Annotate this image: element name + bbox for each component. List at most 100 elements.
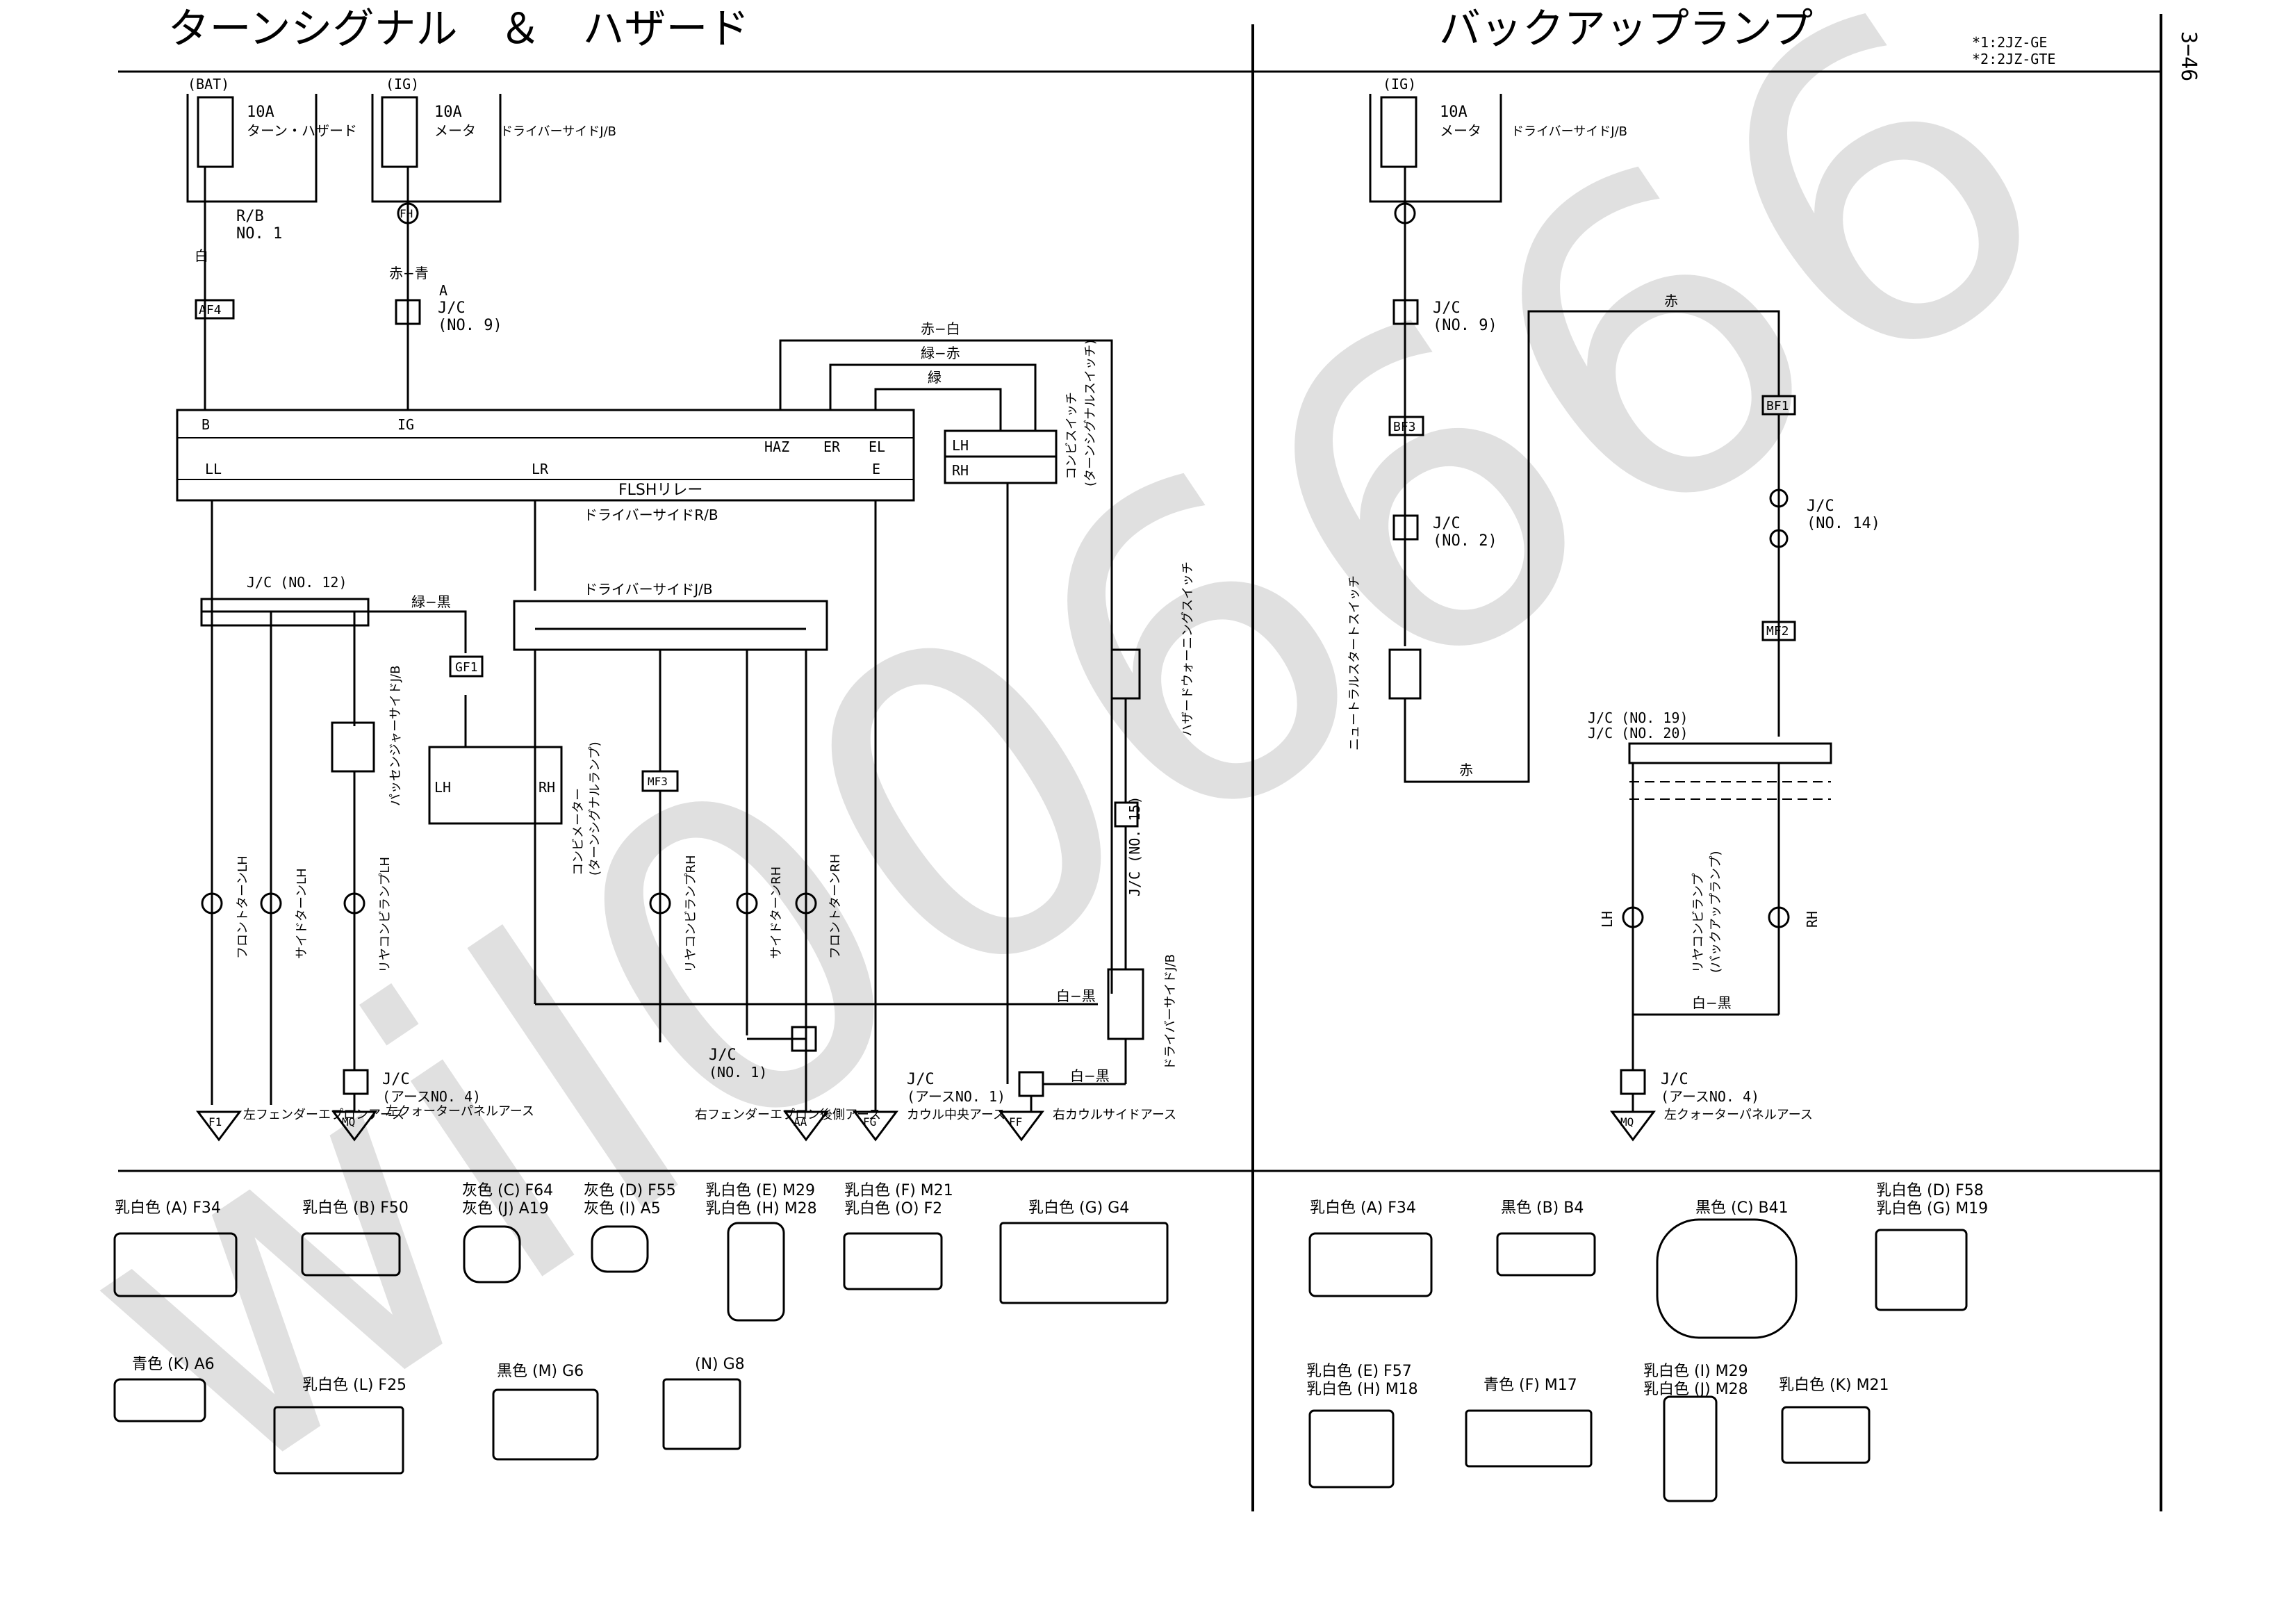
flasher-relay xyxy=(176,409,915,502)
connector-legend-label: (N) G8 xyxy=(695,1356,745,1373)
connector-shape xyxy=(492,1388,599,1461)
label: GF1 xyxy=(455,660,478,675)
connector-shape xyxy=(1663,1395,1718,1502)
connector-shape xyxy=(1308,1409,1395,1488)
label: ドライバーサイドJ/B xyxy=(1511,124,1627,139)
label: J/C xyxy=(382,1071,410,1088)
backup-lamp-rh xyxy=(1768,906,1790,928)
jc-f-box xyxy=(343,1069,369,1095)
fuse-box-bat xyxy=(186,94,318,203)
connector-legend-label: 乳白色 (A) F34 xyxy=(1310,1199,1416,1217)
connector-shape xyxy=(463,1225,521,1283)
label: J/C xyxy=(1433,300,1461,317)
gf1-connector xyxy=(449,655,484,678)
passenger-jb xyxy=(331,721,375,773)
label: J/C (NO. 20) xyxy=(1588,725,1688,741)
label: リヤコンビランプ xyxy=(1691,873,1706,973)
mf2-connector xyxy=(1761,621,1796,641)
connector-legend-label: 黒色 (C) B41 xyxy=(1695,1199,1789,1217)
ground-fg xyxy=(853,1110,898,1142)
connector-legend-label: 乳白色 (I) M29 xyxy=(1643,1363,1748,1380)
label: メータ xyxy=(434,122,476,139)
label: メータ xyxy=(1440,122,1481,139)
connector-legend-label: 乳白色 (L) F25 xyxy=(302,1377,406,1394)
connector-shape xyxy=(591,1225,649,1273)
label: ドライバーサイドJ/B xyxy=(500,124,616,139)
fuse-box-ig-right xyxy=(1369,94,1502,203)
connector-shape xyxy=(113,1232,238,1297)
connector-shape xyxy=(727,1222,785,1322)
lamp-label: フロントターンRH xyxy=(828,854,843,959)
wire-label: 赤−青 xyxy=(389,265,429,281)
connector-legend-label: 乳白色 (H) M18 xyxy=(1306,1381,1418,1398)
lamp-side-rh xyxy=(736,892,758,914)
label: 10A xyxy=(434,104,462,121)
label: (バックアップランプ) xyxy=(1709,851,1723,973)
ground-label: 右カウルサイドアース xyxy=(1053,1108,1176,1122)
label: 10A xyxy=(247,104,274,121)
page-number: 3−46 xyxy=(2176,31,2201,81)
label: B xyxy=(202,416,210,433)
label: J/C xyxy=(907,1071,935,1088)
label: AF4 xyxy=(199,303,222,318)
lamp-side-lh xyxy=(260,892,282,914)
label: コンビメーター xyxy=(571,788,586,876)
connector-shape xyxy=(1308,1232,1433,1297)
connector-legend-label: 灰色 (D) F55 xyxy=(584,1182,676,1199)
ground-code: FF xyxy=(1009,1115,1022,1129)
ground-label: 左クォーターパネルアース xyxy=(1664,1108,1813,1122)
connector-legend-label: 乳白色 (O) F2 xyxy=(844,1200,942,1217)
wire-label: 白−黒 xyxy=(1056,987,1096,1004)
ground-code: F1 xyxy=(208,1115,222,1129)
label: J/C xyxy=(438,300,466,317)
connector-legend-label: 黒色 (M) G6 xyxy=(497,1363,584,1380)
label: EL xyxy=(869,438,885,455)
wire-label: 白 xyxy=(195,247,208,264)
connector-legend-label: 灰色 (I) A5 xyxy=(584,1200,661,1217)
connector-legend-label: 青色 (K) A6 xyxy=(132,1356,215,1373)
label: ニュートラルスタートスイッチ xyxy=(1347,575,1362,751)
wire-green xyxy=(874,388,1002,431)
label: FH xyxy=(400,207,413,220)
label: (BAT) xyxy=(188,76,229,92)
connector-shape xyxy=(1656,1218,1798,1339)
watermark: wiI006666 xyxy=(0,0,2134,1581)
label: (アースNO. 4) xyxy=(1661,1088,1759,1105)
label: J/C (NO. 19) xyxy=(1588,710,1688,726)
connector-legend-label: 乳白色 (G) M19 xyxy=(1876,1200,1988,1217)
connector-legend-label: 乳白色 (D) F58 xyxy=(1876,1182,1984,1199)
ground-label: 左クォーターパネルアース xyxy=(386,1104,534,1119)
connector-legend-label: 乳白色 (F) M21 xyxy=(844,1182,953,1199)
label: コンビスイッチ xyxy=(1065,392,1079,479)
label: IG xyxy=(397,416,414,433)
connector-legend-label: 青色 (F) M17 xyxy=(1484,1377,1577,1394)
ground-label: 右フェンダーエプロン後側アース xyxy=(695,1108,881,1122)
driver-jb xyxy=(513,600,828,651)
connector-shape xyxy=(1465,1409,1593,1468)
label: (NO. 9) xyxy=(1433,317,1497,334)
connector-legend-label: 乳白色 (E) M29 xyxy=(705,1182,815,1199)
label: NO. 1 xyxy=(236,225,282,243)
label: J/C xyxy=(1433,515,1461,532)
lamp-rear-lh xyxy=(343,892,365,914)
label: ハザードウォーニングスイッチ xyxy=(1181,561,1195,737)
connector-shape xyxy=(1875,1229,1968,1311)
jc-a-box xyxy=(395,299,421,325)
label: ER xyxy=(823,438,841,455)
label: ドライバーサイドJ/B xyxy=(584,581,713,598)
label: (IG) xyxy=(1383,76,1416,92)
label: (アースNO. 4) xyxy=(382,1088,481,1105)
label: RH xyxy=(952,462,969,479)
ground-mq-right xyxy=(1610,1110,1656,1142)
connector-legend-label: 黒色 (B) B4 xyxy=(1501,1199,1584,1217)
wire-label: 緑 xyxy=(928,369,942,386)
connector-shape xyxy=(843,1232,943,1290)
connector-legend-label: 乳白色 (K) M21 xyxy=(1779,1377,1889,1394)
label: BF1 xyxy=(1766,399,1789,413)
label: J/C xyxy=(1661,1071,1688,1088)
ground-label: 左フェンダーエプロンアース xyxy=(243,1108,404,1122)
ground-code: MQ xyxy=(342,1115,355,1129)
connector-shape xyxy=(1781,1406,1871,1464)
wire-label: 赤 xyxy=(1459,762,1473,778)
lamp-front-lh xyxy=(201,892,223,914)
